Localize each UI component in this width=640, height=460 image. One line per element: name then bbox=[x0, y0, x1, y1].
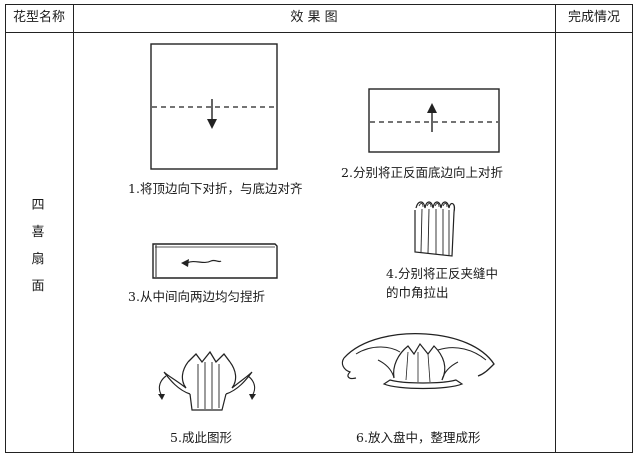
step3-caption: 3.从中间向两边均匀捏折 bbox=[128, 288, 265, 305]
step5-illustration bbox=[158, 350, 256, 411]
step4-caption: 4.分别将正反夹缝中 bbox=[386, 265, 498, 282]
step5-number: 5. bbox=[170, 430, 182, 445]
step1-number: 1. bbox=[128, 181, 140, 196]
step3-number: 3. bbox=[128, 289, 140, 304]
completion-status-cell bbox=[556, 33, 632, 452]
table-border bbox=[5, 4, 633, 453]
step3-text: 从中间向两边均匀捏折 bbox=[139, 289, 265, 304]
step1-text: 将顶边向下对折，与底边对齐 bbox=[139, 181, 303, 196]
step6-illustration bbox=[341, 332, 495, 390]
flower-name-char: 面 bbox=[31, 279, 45, 294]
step4-number: 4. bbox=[386, 266, 398, 281]
step1-caption: 1.将顶边向下对折，与底边对齐 bbox=[128, 180, 302, 197]
column-divider-2 bbox=[555, 4, 556, 453]
step4-text: 分别将正反夹缝中 bbox=[397, 266, 498, 281]
step6-text: 放入盘中，整理成形 bbox=[367, 430, 481, 445]
flower-name-char: 扇 bbox=[31, 252, 45, 267]
header-flower-name: 花型名称 bbox=[12, 10, 65, 25]
step4-caption-line2: 的巾角拉出 bbox=[386, 285, 449, 300]
flower-name-char: 喜 bbox=[31, 225, 45, 240]
header-effect-diagram: 效 果 图 bbox=[290, 10, 338, 25]
header-divider bbox=[5, 32, 633, 33]
step4-illustration bbox=[414, 201, 455, 257]
step5-caption: 5.成此图形 bbox=[170, 429, 232, 446]
step3-illustration bbox=[152, 243, 278, 279]
step2-text: 分别将正反面底边向上对折 bbox=[352, 165, 503, 180]
flower-name-char: 四 bbox=[31, 198, 45, 213]
header-completion-status: 完成情况 bbox=[567, 10, 620, 25]
flower-name-cell: 四 喜 扇 面 bbox=[26, 192, 50, 300]
step2-illustration bbox=[368, 88, 500, 153]
step2-number: 2. bbox=[341, 165, 353, 180]
step6-caption: 6.放入盘中，整理成形 bbox=[356, 429, 480, 446]
step1-illustration bbox=[150, 43, 278, 170]
step2-caption: 2.分别将正反面底边向上对折 bbox=[341, 164, 503, 181]
step5-text: 成此图形 bbox=[181, 430, 232, 445]
column-divider-1 bbox=[73, 4, 74, 453]
step6-number: 6. bbox=[356, 430, 368, 445]
